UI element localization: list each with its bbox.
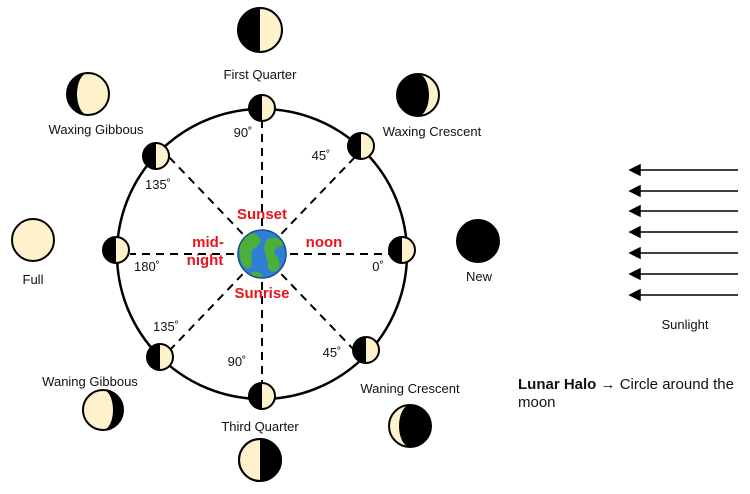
new-moon-icon xyxy=(456,219,500,263)
midnight-label-line1: mid- xyxy=(192,234,224,251)
orbit-moon-45 xyxy=(347,132,375,160)
sunlight-arrows xyxy=(628,163,738,302)
sunset-label: Sunset xyxy=(237,206,287,223)
waning-gibbous-moon-icon xyxy=(82,389,124,431)
lunar-halo-title: Lunar Halo xyxy=(518,376,597,393)
orbit-moon-135-top xyxy=(142,142,170,170)
orbit-moon-135-bottom xyxy=(146,343,174,371)
angle-45-top-label: 45˚ xyxy=(312,148,331,163)
third-quarter-moon-icon xyxy=(238,438,282,482)
waning-crescent-label: Waning Crescent xyxy=(360,381,460,396)
lunar-halo-note: Lunar Halo → Circle around the moon xyxy=(518,376,743,412)
angle-135-bottom-label: 135˚ xyxy=(153,319,179,334)
waning-crescent-moon-icon xyxy=(388,404,432,448)
angle-180-label: 180˚ xyxy=(134,259,160,274)
full-moon-icon xyxy=(11,218,55,262)
orbit-moon-0 xyxy=(388,236,416,264)
first-quarter-moon-icon xyxy=(237,7,283,53)
noon-label: noon xyxy=(306,234,343,251)
waxing-gibbous-label: Waxing Gibbous xyxy=(49,122,144,137)
orbit-moon-180 xyxy=(102,236,130,264)
angle-45-bottom-label: 45˚ xyxy=(323,345,342,360)
orbit-moon-270 xyxy=(248,382,276,410)
waxing-crescent-label: Waxing Crescent xyxy=(383,124,482,139)
orbit-moon-90 xyxy=(248,94,276,122)
note-arrow: → xyxy=(600,376,616,393)
full-label: Full xyxy=(23,272,44,287)
midnight-label-line2: night xyxy=(187,252,224,269)
waxing-crescent-moon-icon xyxy=(396,73,440,117)
angle-0-label: 0˚ xyxy=(372,259,384,274)
angle-90-top-label: 90˚ xyxy=(234,125,253,140)
sunlight-label: Sunlight xyxy=(662,317,709,332)
waxing-gibbous-moon-icon xyxy=(66,72,110,116)
third-quarter-label: Third Quarter xyxy=(221,419,299,434)
new-label: New xyxy=(466,269,493,284)
sunrise-label: Sunrise xyxy=(234,285,289,302)
angle-90-bottom-label: 90˚ xyxy=(228,354,247,369)
waning-gibbous-label: Waning Gibbous xyxy=(42,374,138,389)
first-quarter-label: First Quarter xyxy=(224,67,298,82)
lunar-halo-text: Circle around the moon xyxy=(518,376,734,411)
earth-icon xyxy=(237,229,287,279)
angle-135-top-label: 135˚ xyxy=(145,177,171,192)
orbit-moon-45-bottom xyxy=(352,336,380,364)
